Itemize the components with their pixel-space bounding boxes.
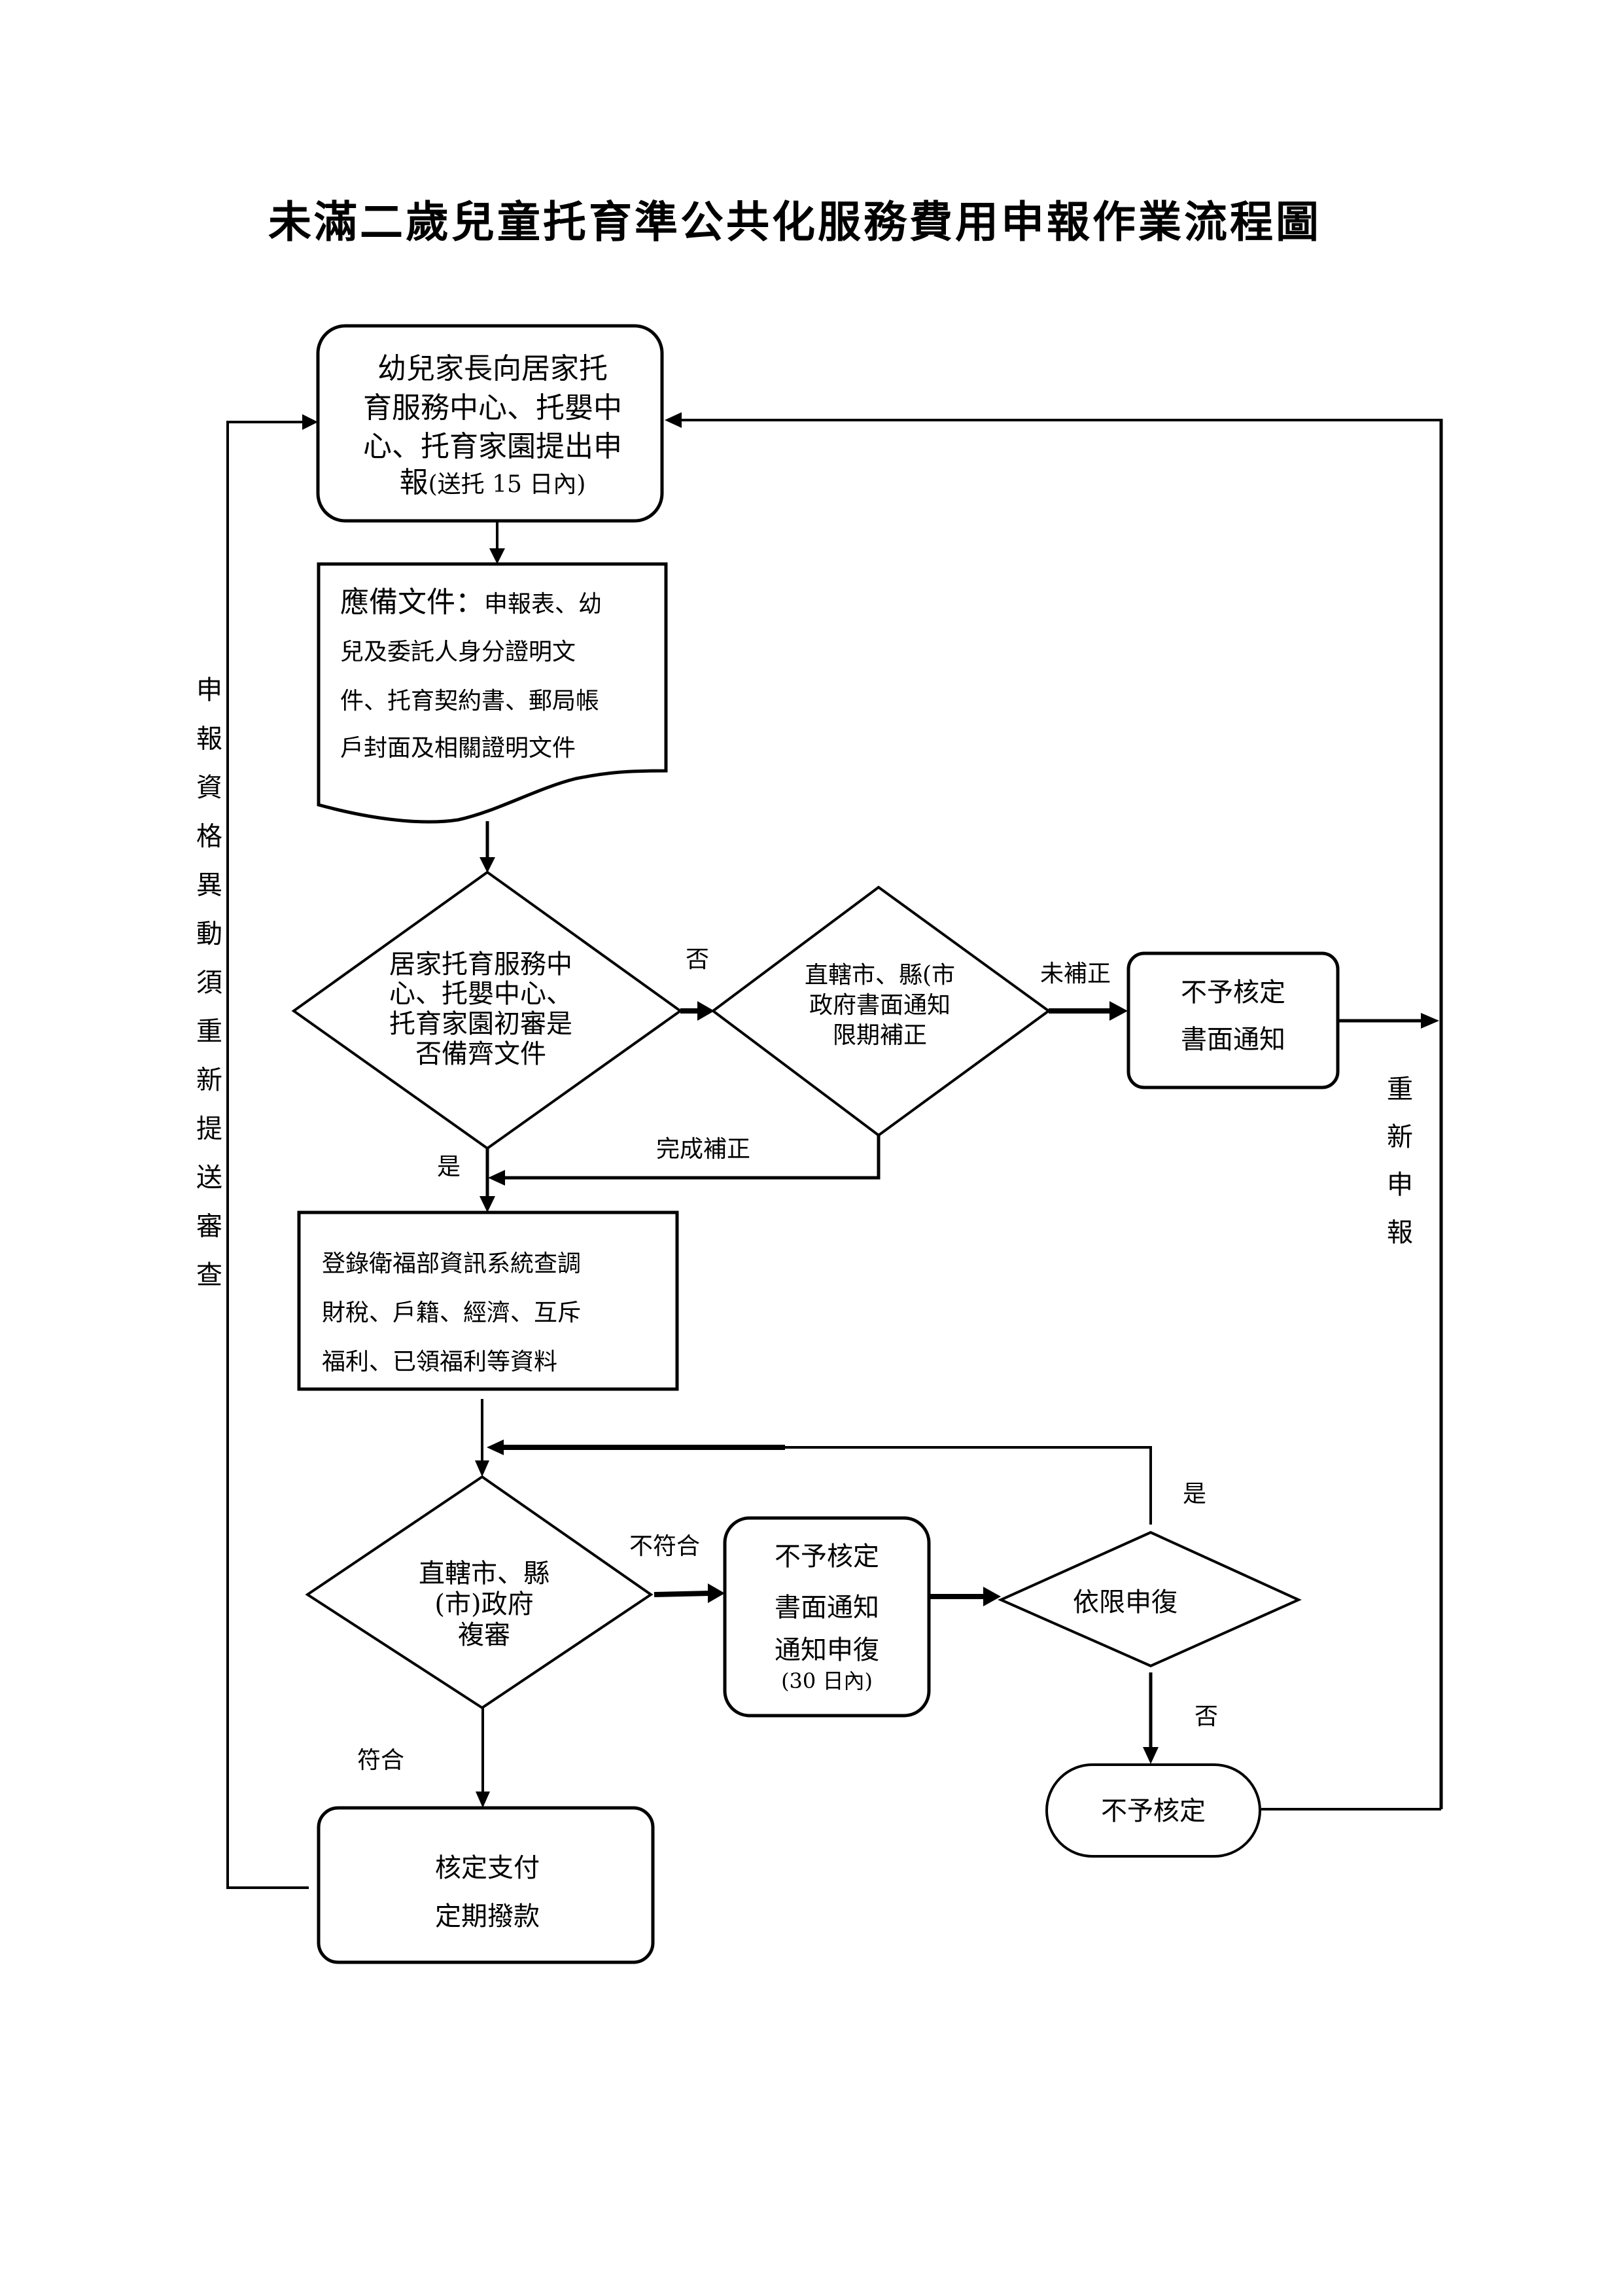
side-label-char: 重 [196, 1017, 222, 1047]
node-text: 心、托育家園提出申 [363, 430, 622, 463]
node-rejection-notice-1 [1126, 951, 1340, 1089]
side-label-char: 新 [196, 1065, 222, 1095]
arrowhead [983, 1587, 1001, 1606]
node-text: 否備齊文件 [415, 1039, 546, 1069]
arrowhead [1421, 1013, 1439, 1029]
node-appeal-decision [998, 1530, 1302, 1668]
edge-label-appeal-yes: 是 [1183, 1481, 1206, 1508]
side-label-char: 格 [196, 822, 222, 852]
node-text: 財稅、戶籍、經濟、互斥 [322, 1299, 581, 1326]
side-label-char: 查 [196, 1260, 222, 1290]
arrowhead [480, 1196, 495, 1212]
arrowhead [1143, 1747, 1159, 1764]
node-text: 福利、已領福利等資料 [322, 1349, 557, 1375]
edge-label-appeal-no: 否 [1195, 1703, 1218, 1730]
node-text: 幼兒家長向居家托 [377, 352, 608, 385]
connector-review-fail [654, 1591, 710, 1597]
requalify-loop-line [226, 421, 309, 1889]
node-text: 不予核定 [775, 1542, 879, 1572]
edge-label-review-fail: 不符合 [629, 1533, 700, 1560]
arrowhead [697, 1001, 714, 1021]
node-government-review [305, 1475, 654, 1710]
node-text: 登錄衛福部資訊系統查調 [322, 1250, 581, 1277]
side-label-char: 提 [196, 1114, 222, 1144]
node-parent-application [316, 324, 664, 523]
node-text: 托育家園初審是 [389, 1009, 572, 1039]
arrowhead [487, 1439, 504, 1455]
node-text: 報(送托 15 日內) [400, 466, 586, 499]
arrowhead [1109, 1001, 1128, 1021]
node-text: 應備文件：申報表、幼 [340, 586, 602, 619]
side-label-char: 報 [1387, 1218, 1413, 1248]
node-approval-payment [317, 1806, 655, 1964]
side-label-char: 資 [196, 773, 222, 803]
node-text: 育服務中心、托嬰中 [363, 391, 622, 425]
node-text: 書面通知 [775, 1593, 879, 1623]
arrowhead [480, 857, 495, 873]
node-text-main: 報 [400, 466, 428, 499]
node-text: 不予核定 [1181, 978, 1285, 1008]
node-text: (30 日內) [781, 1669, 873, 1693]
node-text: 不予核定 [1101, 1796, 1206, 1826]
arrowhead [489, 548, 505, 564]
side-label-char: 重 [1387, 1074, 1413, 1104]
edge-label-review-pass: 符合 [357, 1747, 404, 1774]
connector-appeal-yes [502, 1446, 1152, 1525]
side-label-char: 審 [196, 1212, 222, 1242]
node-text: 定期撥款 [435, 1901, 540, 1932]
side-label-char: 送 [196, 1163, 222, 1193]
node-correction-notice [710, 885, 1051, 1137]
node-text: 直轄市、縣 [419, 1559, 550, 1589]
node-text-line: 申報表、幼 [484, 591, 602, 618]
node-text: 戶封面及相關證明文件 [340, 735, 576, 762]
node-rejection-final [1045, 1763, 1261, 1858]
node-text-note: (送托 15 日內) [428, 471, 586, 498]
node-heading: 應備文件： [340, 586, 484, 619]
side-label-char: 申 [1387, 1170, 1413, 1200]
node-text: 限期補正 [833, 1022, 927, 1049]
node-required-documents [317, 562, 668, 824]
side-label-char: 須 [196, 968, 222, 998]
node-text: 核定支付 [435, 1853, 540, 1883]
arrowhead [665, 412, 682, 428]
arrowhead [708, 1583, 725, 1603]
node-text: 書面通知 [1181, 1025, 1285, 1055]
node-text: 心、托嬰中心、 [389, 979, 572, 1009]
arrowhead [488, 1170, 505, 1186]
edge-label-not-corrected: 未補正 [1040, 961, 1111, 987]
node-text: 複審 [458, 1620, 510, 1650]
node-text: 政府書面通知 [809, 992, 951, 1019]
side-label-char: 動 [196, 919, 222, 949]
edge-label-corrected: 完成補正 [656, 1136, 750, 1163]
side-label-char: 申 [196, 675, 222, 705]
arrowhead [476, 1792, 490, 1808]
arrowhead [475, 1460, 489, 1477]
arrowhead [302, 414, 318, 430]
node-text: 依限申復 [1073, 1587, 1178, 1617]
node-initial-review [291, 870, 683, 1150]
node-text: 居家托育服務中 [389, 949, 572, 980]
page-title: 未滿二歲兒童托育準公共化服務費用申報作業流程圖 [268, 196, 1321, 247]
node-text: 通知申復 [775, 1635, 879, 1665]
node-text: 兒及委託人身分證明文 [340, 639, 576, 665]
node-text: (市)政府 [434, 1589, 533, 1619]
node-rejection-notice-2 [723, 1516, 931, 1718]
side-label-char: 異 [196, 870, 222, 900]
edge-label-initial-yes: 是 [437, 1154, 461, 1180]
node-system-check [297, 1210, 679, 1391]
node-text: 件、托育契約書、郵局帳 [340, 688, 599, 715]
connector-corrected [504, 1135, 881, 1180]
node-text: 直轄市、縣(市 [805, 962, 955, 989]
side-label-char: 新 [1387, 1122, 1413, 1152]
edge-label-initial-no: 否 [686, 946, 709, 973]
side-label-char: 報 [196, 724, 222, 754]
